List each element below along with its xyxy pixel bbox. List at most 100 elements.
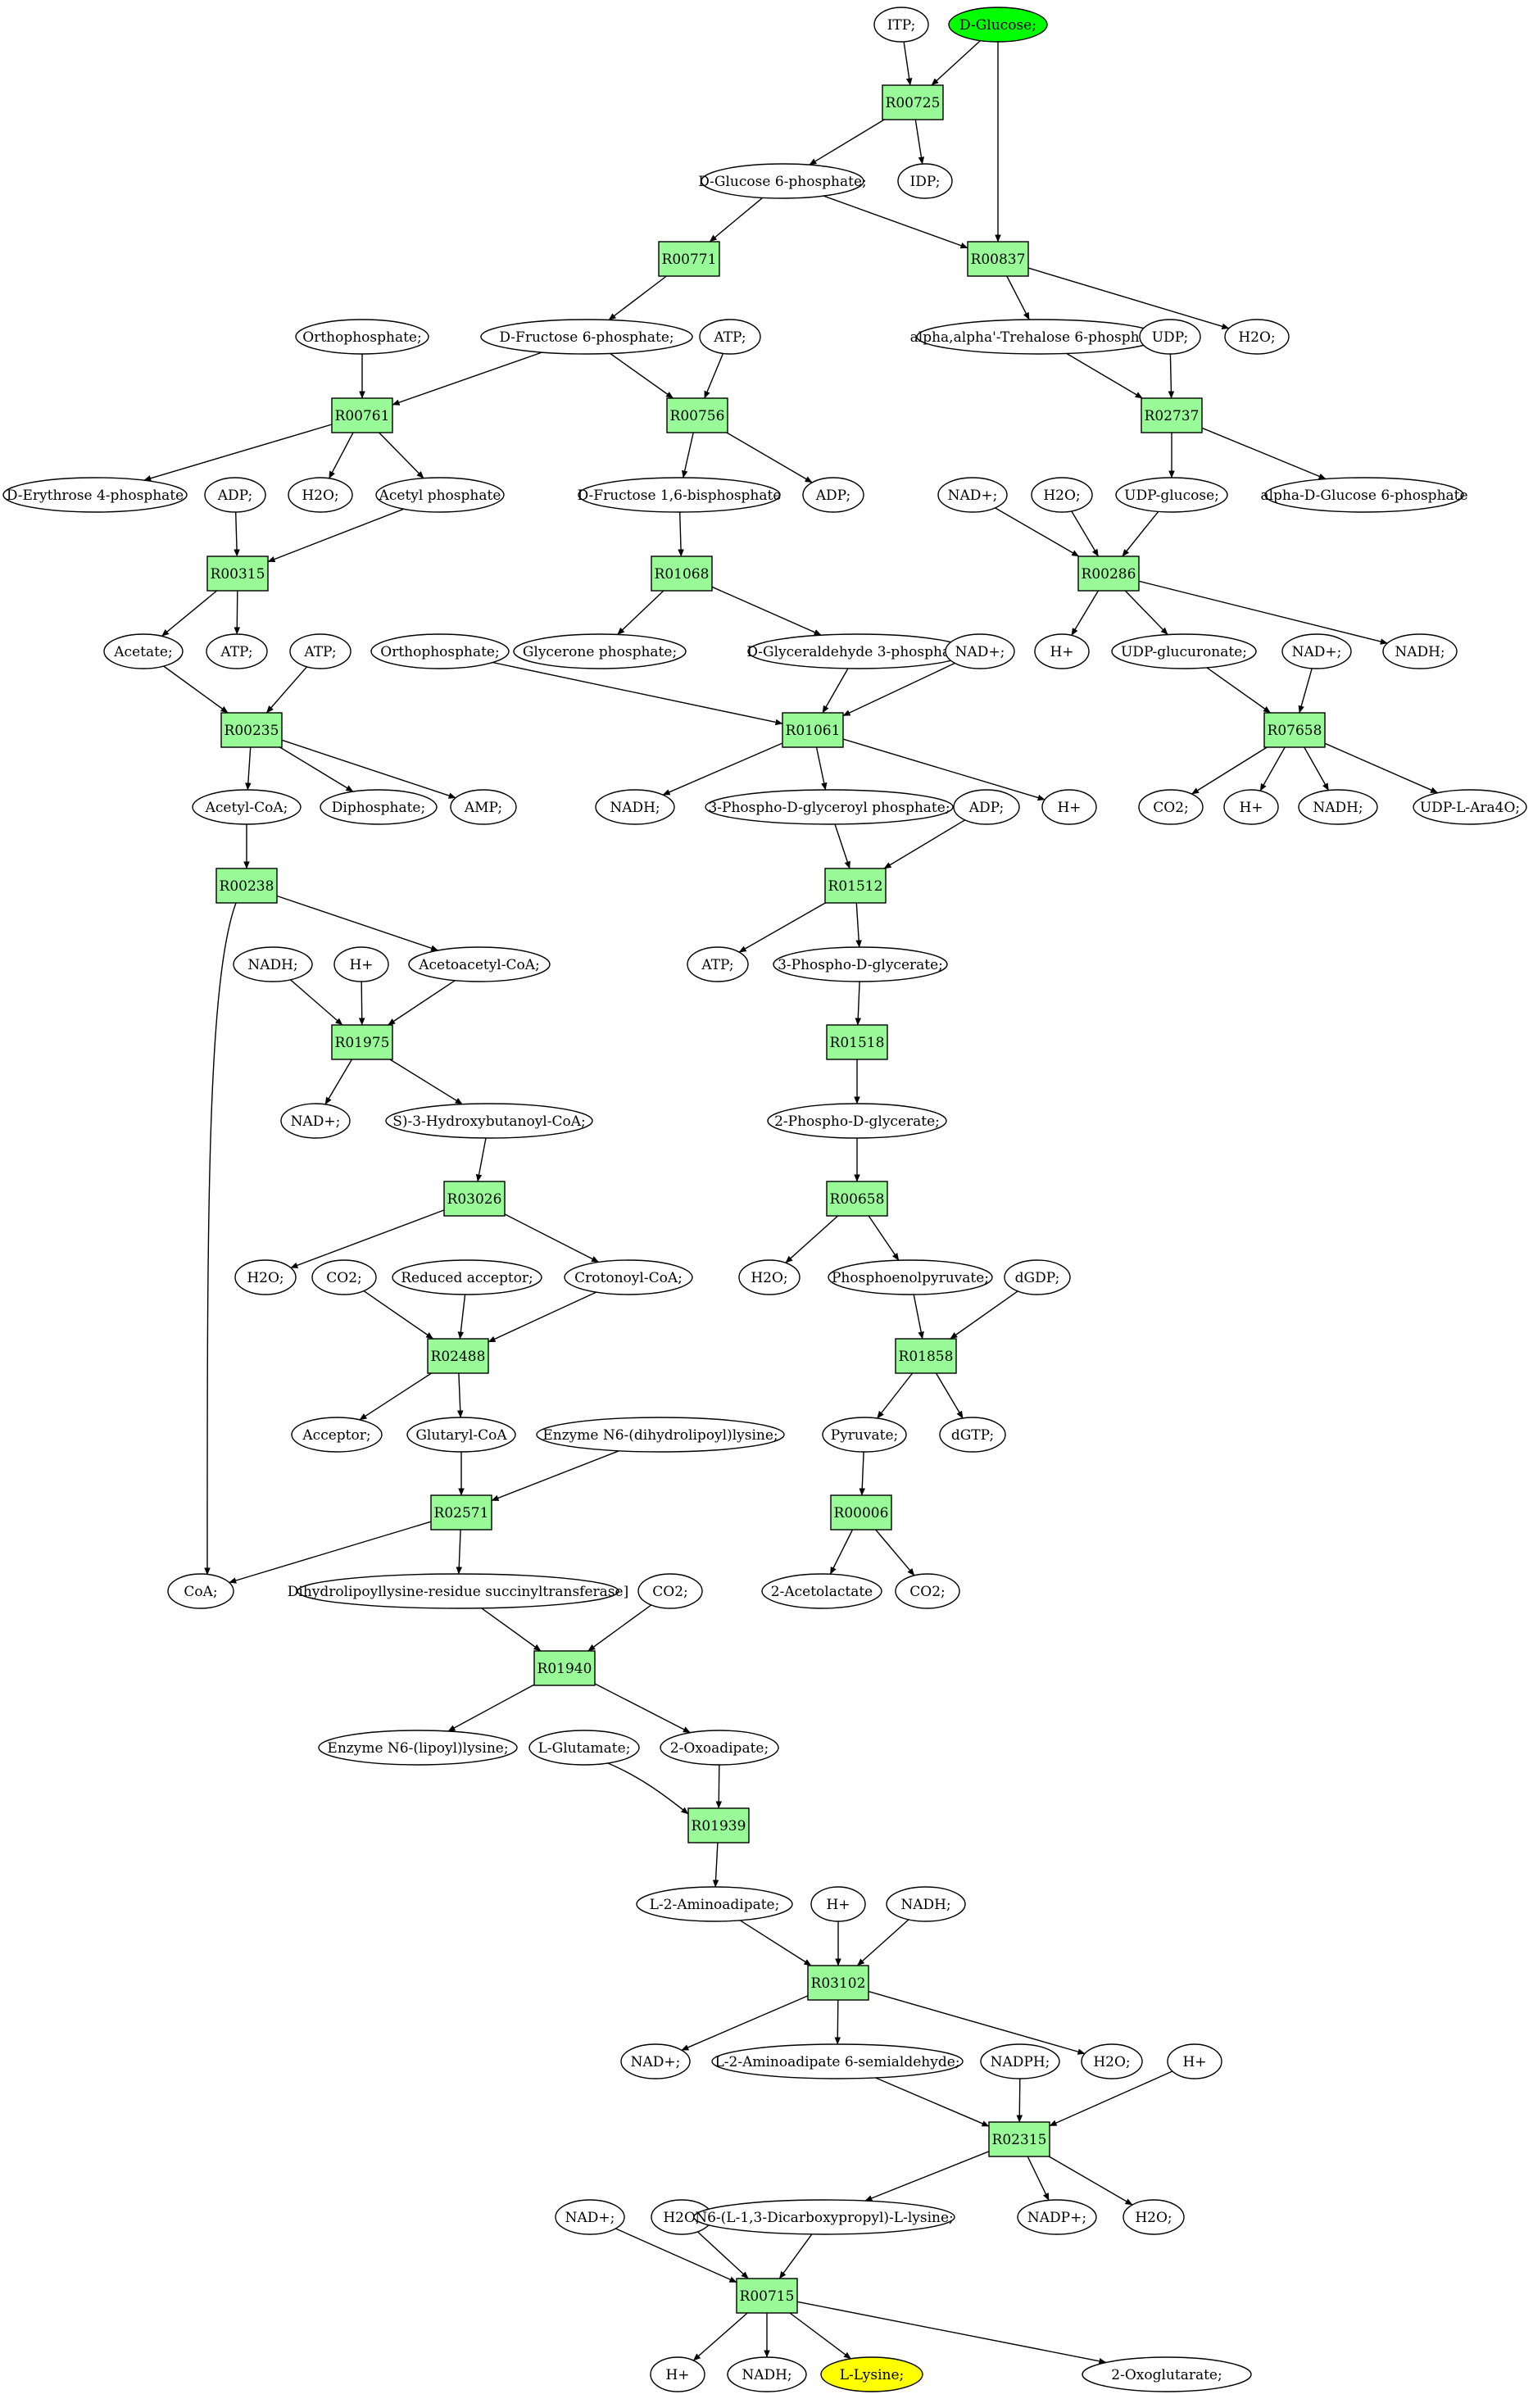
compound-node-nadh4[interactable]: NADH;	[233, 946, 313, 982]
reaction-node-r00771[interactable]: R00771	[658, 241, 720, 277]
reaction-node-r01518[interactable]: R01518	[826, 1024, 888, 1060]
compound-node-nadh3[interactable]: NADH;	[1298, 789, 1378, 825]
compound-node-ag6p[interactable]: alpha-D-Glucose 6-phosphate	[1260, 477, 1468, 513]
compound-node-h2o-7[interactable]: H2O;	[651, 2199, 713, 2235]
reaction-node-r03026[interactable]: R03026	[443, 1181, 506, 1217]
compound-node-g6p[interactable]: D-Glucose 6-phosphate;	[698, 163, 867, 199]
reaction-node-r01512[interactable]: R01512	[824, 868, 887, 904]
compound-node-glyp[interactable]: Glycerone phosphate;	[513, 633, 687, 669]
compound-node-llys[interactable]: L-Lysine;	[820, 2356, 923, 2392]
compound-node-hp6[interactable]: H+	[1167, 2043, 1222, 2079]
reaction-node-r00006[interactable]: R00006	[830, 1494, 892, 1531]
compound-node-hp1[interactable]: H+	[1034, 633, 1090, 669]
compound-node-h2o-1[interactable]: H2O;	[1224, 319, 1290, 355]
compound-node-sacch[interactable]: N6-(L-1,3-Dicarboxypropyl)-L-lysine;	[693, 2199, 955, 2235]
compound-node-pep[interactable]: Phosphoenolpyruvate;	[828, 1259, 993, 1295]
compound-node-acoa[interactable]: Acetyl-CoA;	[192, 789, 302, 825]
compound-node-fbp[interactable]: D-Fructose 1,6-bisphosphate	[578, 477, 782, 513]
compound-node-enzdl[interactable]: Enzyme N6-(dihydrolipoyl)lysine;	[536, 1417, 785, 1453]
compound-node-h2o-2[interactable]: H2O;	[288, 477, 353, 513]
compound-node-l2aa[interactable]: L-2-Aminoadipate;	[636, 1886, 793, 1922]
compound-node-enzl[interactable]: Enzyme N6-(lipoyl)lysine;	[318, 1730, 518, 1766]
compound-node-nadp6[interactable]: NAD+;	[555, 2199, 625, 2235]
compound-node-f6p[interactable]: D-Fructose 6-phosphate;	[480, 319, 693, 355]
compound-node-l2aasa[interactable]: L-2-Aminoadipate 6-semialdehyde;	[711, 2043, 964, 2079]
compound-node-dgtp[interactable]: dGTP;	[939, 1417, 1006, 1453]
compound-node-adp1[interactable]: ADP;	[204, 477, 266, 513]
compound-node-oxglu[interactable]: 2-Oxoglutarate;	[1082, 2356, 1252, 2392]
compound-node-udpga[interactable]: UDP-glucuronate;	[1111, 633, 1257, 669]
compound-node-nadp5[interactable]: NAD+;	[620, 2043, 691, 2079]
reaction-node-r00286[interactable]: R00286	[1077, 556, 1140, 592]
compound-node-h2o-4[interactable]: H2O;	[234, 1259, 297, 1295]
reaction-node-r07658[interactable]: R07658	[1263, 712, 1326, 748]
reaction-node-r02488[interactable]: R02488	[427, 1338, 489, 1374]
compound-node-adp2[interactable]: ADP;	[802, 477, 864, 513]
reaction-node-r00756[interactable]: R00756	[666, 397, 728, 433]
compound-node-nadp2[interactable]: NAD+;	[945, 633, 1015, 669]
compound-node-atp4[interactable]: ATP;	[687, 946, 749, 982]
compound-node-hp7[interactable]: H+	[650, 2356, 705, 2392]
compound-node-h2o-3[interactable]: H2O;	[1031, 477, 1093, 513]
compound-node-tre6p[interactable]: alpha,alpha'-Trehalose 6-phosphate;	[910, 319, 1167, 355]
compound-node-oxad[interactable]: 2-Oxoadipate;	[660, 1730, 779, 1766]
compound-node-nadph[interactable]: NADPH;	[980, 2043, 1060, 2079]
compound-node-nadh2[interactable]: NADH;	[595, 789, 675, 825]
compound-node-acc[interactable]: Acceptor;	[291, 1417, 383, 1453]
reaction-node-r00235[interactable]: R00235	[220, 712, 283, 748]
reaction-node-r01061[interactable]: R01061	[782, 712, 844, 748]
compound-node-h2o-5[interactable]: H2O;	[738, 1259, 801, 1295]
compound-node-ortho2[interactable]: Orthophosphate;	[370, 633, 510, 669]
reaction-node-r00725[interactable]: R00725	[882, 84, 944, 120]
compound-node-hp5[interactable]: H+	[810, 1886, 866, 1922]
reaction-node-r01939[interactable]: R01939	[687, 1807, 750, 1843]
compound-node-pyr[interactable]: Pyruvate;	[822, 1417, 907, 1453]
compound-node-udpara[interactable]: UDP-L-Ara4O;	[1413, 789, 1527, 825]
compound-node-nadpp[interactable]: NADP+;	[1017, 2199, 1097, 2235]
compound-node-co2-4[interactable]: CO2;	[895, 1573, 960, 1609]
reaction-node-r01068[interactable]: R01068	[651, 556, 713, 592]
compound-node-nadh1[interactable]: NADH;	[1382, 633, 1458, 669]
reaction-node-r00715[interactable]: R00715	[736, 2278, 798, 2314]
reaction-node-r02737[interactable]: R02737	[1141, 397, 1203, 433]
compound-node-h2o-6[interactable]: H2O;	[1081, 2043, 1143, 2079]
compound-node-udp[interactable]: UDP;	[1139, 319, 1201, 355]
compound-node-glucoa[interactable]: Glutaryl-CoA	[406, 1417, 516, 1453]
compound-node-e4p[interactable]: D-Erythrose 4-phosphate	[2, 477, 188, 513]
compound-node-acl[interactable]: 2-Acetolactate	[761, 1573, 882, 1609]
compound-node-dglc[interactable]: D-Glucose;	[948, 7, 1048, 43]
reaction-node-r00315[interactable]: R00315	[206, 556, 269, 592]
compound-node-dip[interactable]: Diphosphate;	[320, 789, 438, 825]
reaction-node-r01975[interactable]: R01975	[331, 1024, 393, 1060]
compound-node-atp2[interactable]: ATP;	[206, 633, 268, 669]
compound-node-co2-1[interactable]: CO2;	[1138, 789, 1204, 825]
compound-node-nadp4[interactable]: NAD+;	[280, 1103, 351, 1139]
compound-node-ace[interactable]: Acetate;	[103, 633, 184, 669]
compound-node-nadp1[interactable]: NAD+;	[937, 477, 1008, 513]
compound-node-adp3[interactable]: ADP;	[953, 789, 1020, 825]
compound-node-hbcoa[interactable]: S)-3-Hydroxybutanoyl-CoA;	[385, 1103, 593, 1139]
compound-node-redacc[interactable]: Reduced acceptor;	[392, 1259, 542, 1295]
compound-node-gap[interactable]: D-Glyceraldehyde 3-phosphate;	[746, 633, 969, 669]
reaction-node-r00837[interactable]: R00837	[967, 241, 1029, 277]
reaction-node-r02571[interactable]: R02571	[430, 1494, 492, 1531]
compound-node-hp2[interactable]: H+	[1041, 789, 1097, 825]
reaction-node-r01858[interactable]: R01858	[895, 1338, 957, 1374]
compound-node-nadh6[interactable]: NADH;	[727, 2356, 807, 2392]
compound-node-amp[interactable]: AMP;	[450, 789, 517, 825]
compound-node-itp[interactable]: ITP;	[873, 7, 929, 43]
reaction-node-r00658[interactable]: R00658	[826, 1181, 888, 1217]
compound-node-atp3[interactable]: ATP;	[289, 633, 352, 669]
compound-node-co2-3[interactable]: CO2;	[637, 1573, 703, 1609]
compound-node-nadp3[interactable]: NAD+;	[1281, 633, 1352, 669]
compound-node-pg2[interactable]: 2-Phospho-D-glycerate;	[767, 1103, 947, 1139]
compound-node-nadh5[interactable]: NADH;	[886, 1886, 966, 1922]
compound-node-coa[interactable]: CoA;	[167, 1573, 234, 1609]
compound-node-pgp[interactable]: 3-Phospho-D-glyceroyl phosphate;	[705, 789, 954, 825]
compound-node-hp4[interactable]: H+	[333, 946, 389, 982]
compound-node-acp[interactable]: Acetyl phosphate	[375, 477, 505, 513]
compound-node-hp3[interactable]: H+	[1223, 789, 1279, 825]
compound-node-lglu[interactable]: L-Glutamate;	[528, 1730, 640, 1766]
compound-node-crcoa[interactable]: Crotonoyl-CoA;	[564, 1259, 693, 1295]
compound-node-udpg[interactable]: UDP-glucose;	[1115, 477, 1228, 513]
